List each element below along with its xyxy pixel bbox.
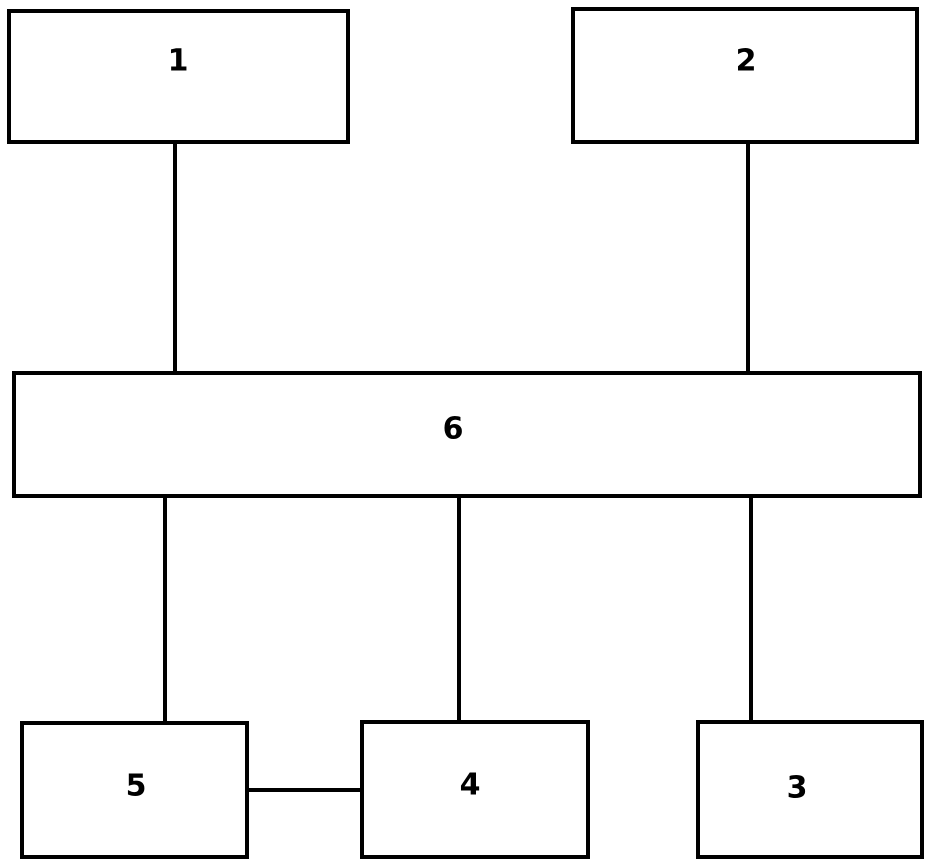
block-6-rect[interactable] — [12, 371, 922, 498]
block-1-label: 1 — [168, 44, 189, 79]
block-group: 1 2 6 5 4 3 — [7, 7, 924, 859]
block-4-label: 4 — [460, 768, 481, 803]
block-5-rect[interactable] — [20, 721, 249, 859]
block-node-4[interactable]: 4 — [360, 720, 590, 859]
block-node-2[interactable]: 2 — [571, 7, 919, 144]
block-5-label: 5 — [126, 769, 147, 804]
block-node-5[interactable]: 5 — [20, 721, 249, 859]
block-2-rect[interactable] — [571, 7, 919, 144]
block-3-rect[interactable] — [696, 720, 924, 859]
block-node-3[interactable]: 3 — [696, 720, 924, 859]
block-1-rect[interactable] — [7, 9, 350, 144]
block-node-6[interactable]: 6 — [12, 371, 922, 498]
block-node-1[interactable]: 1 — [7, 9, 350, 144]
block-2-label: 2 — [736, 44, 757, 79]
block-6-label: 6 — [443, 412, 464, 447]
block-4-rect[interactable] — [360, 720, 590, 859]
block-3-label: 3 — [787, 771, 808, 806]
connector-group — [163, 142, 753, 792]
